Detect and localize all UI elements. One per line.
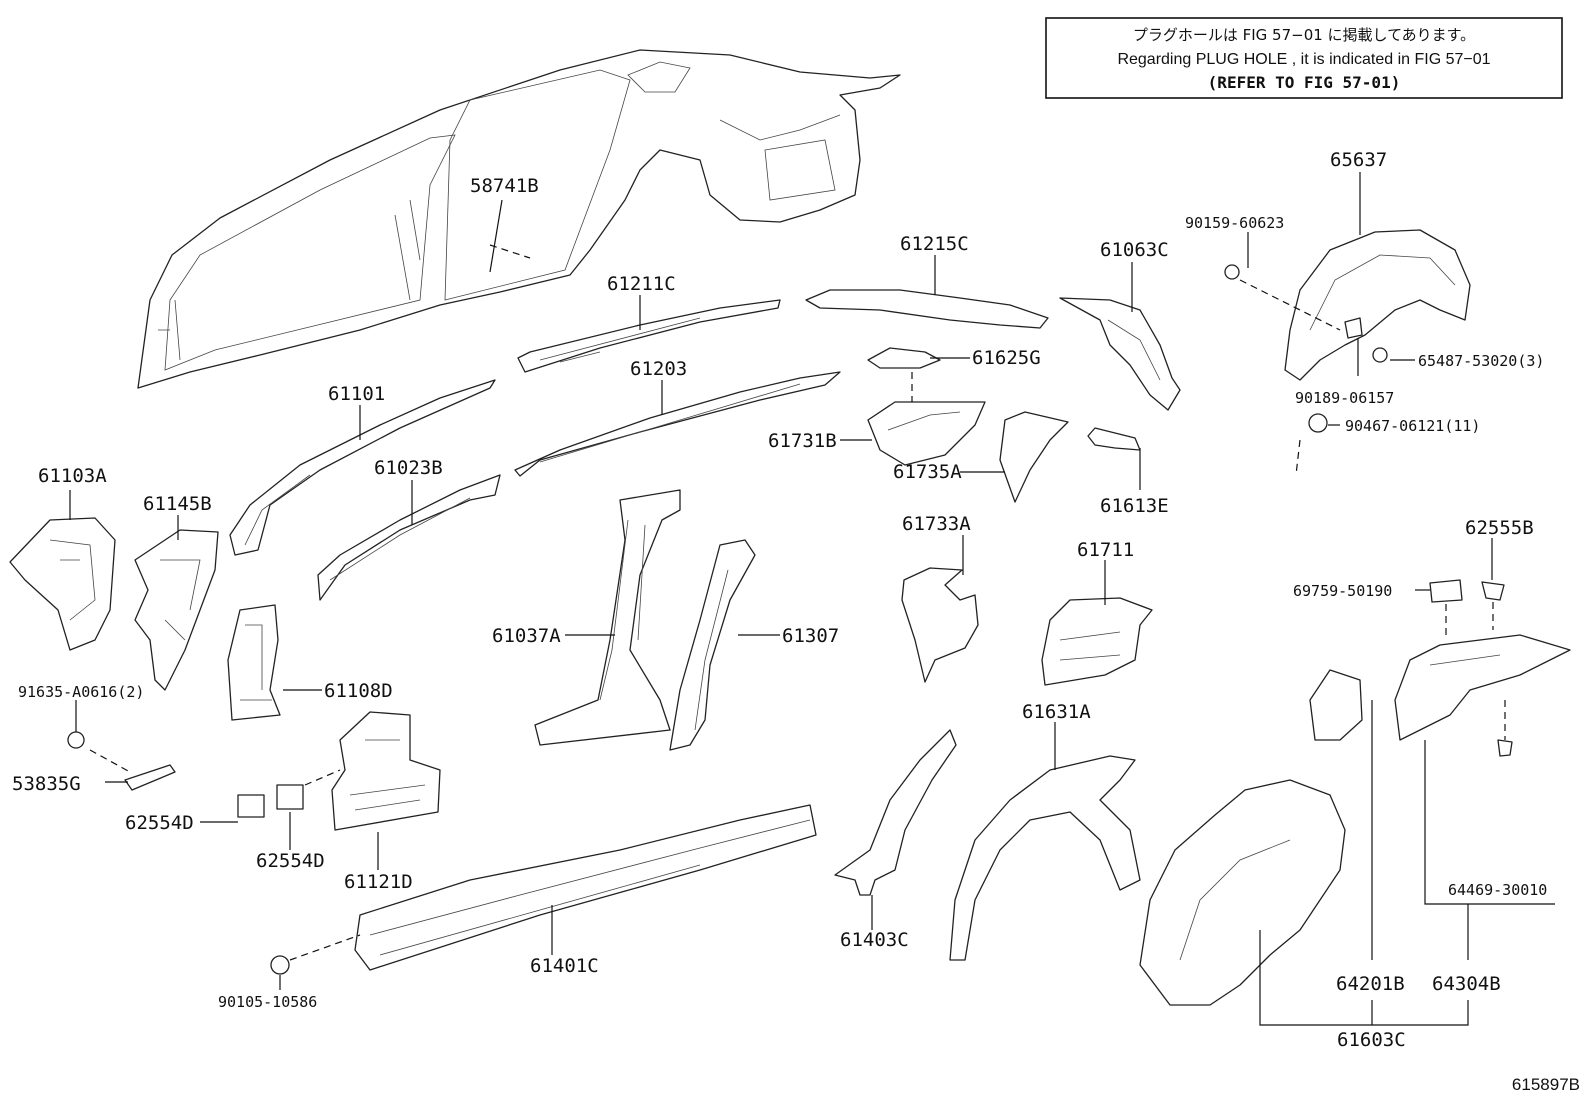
label-64469-30010[interactable]: 64469-30010 <box>1448 881 1547 899</box>
leader-lines <box>69 172 1555 1026</box>
pillar-61023B <box>317 474 501 601</box>
part-labels: 58741B 61211C 61203 61215C 61063C 65637 … <box>12 149 1547 1051</box>
quarter-61733A <box>901 567 979 683</box>
label-91635-A0616[interactable]: 91635-A0616(2) <box>18 683 144 701</box>
label-61631A[interactable]: 61631A <box>1022 701 1091 723</box>
note-line-japanese: プラグホールは FIG 57−01 に掲載してあります。 <box>1133 26 1475 44</box>
pad-62554D-a <box>237 794 265 818</box>
pad-69759-50190 <box>1429 579 1463 603</box>
roof-rail-61203 <box>514 371 841 477</box>
label-61307[interactable]: 61307 <box>782 625 839 647</box>
label-61108D[interactable]: 61108D <box>324 680 393 702</box>
plug-64469-30010-icon <box>1497 739 1513 757</box>
label-62555B[interactable]: 62555B <box>1465 517 1534 539</box>
label-61733A[interactable]: 61733A <box>902 513 971 535</box>
bolt-90105-10586-icon <box>270 955 290 975</box>
quarter-61613E <box>1087 427 1141 451</box>
quarter-61625G <box>867 347 941 369</box>
label-90467-06121[interactable]: 90467-06121(11) <box>1345 417 1480 435</box>
label-90159-60623[interactable]: 90159-60623 <box>1185 214 1284 232</box>
fender-liner-65637 <box>1284 229 1471 381</box>
pad-62555B <box>1481 581 1505 601</box>
label-61101[interactable]: 61101 <box>328 383 385 405</box>
pad-62554D-b <box>276 784 304 810</box>
pillar-lower-61108D <box>227 604 281 721</box>
label-64201B[interactable]: 64201B <box>1336 973 1405 995</box>
bolt-91635-A0616-icon <box>67 731 85 749</box>
label-90189-06157[interactable]: 90189-06157 <box>1295 389 1394 407</box>
label-61731B[interactable]: 61731B <box>768 430 837 452</box>
label-53835G[interactable]: 53835G <box>12 773 81 795</box>
label-61735A[interactable]: 61735A <box>893 461 962 483</box>
label-61145B[interactable]: 61145B <box>143 493 212 515</box>
label-61121D[interactable]: 61121D <box>344 871 413 893</box>
body-side-panel-drawing <box>137 49 901 389</box>
note-line-reference: (REFER TO FIG 57-01) <box>1208 73 1401 92</box>
label-65637[interactable]: 65637 <box>1330 149 1387 171</box>
label-61711[interactable]: 61711 <box>1077 539 1134 561</box>
label-61401C[interactable]: 61401C <box>530 955 599 977</box>
quarter-61735A <box>999 411 1069 503</box>
pillar-reinforcement-61103A <box>9 517 116 651</box>
label-69759-50190[interactable]: 69759-50190 <box>1293 582 1392 600</box>
clip-65487-53020-icon <box>1372 347 1388 363</box>
label-62554D-a[interactable]: 62554D <box>125 812 194 834</box>
rocker-panel-61401C <box>354 804 817 971</box>
label-64304B[interactable]: 64304B <box>1432 973 1501 995</box>
label-58741B[interactable]: 58741B <box>470 175 539 197</box>
wheel-house-61603C <box>1139 779 1346 1006</box>
quarter-61731B <box>867 401 986 466</box>
note-line-english: Regarding PLUG HOLE , it is indicated in… <box>1117 51 1490 68</box>
label-61037A[interactable]: 61037A <box>492 625 561 647</box>
roof-rail-61211C <box>517 299 781 373</box>
label-61625G[interactable]: 61625G <box>972 347 1041 369</box>
label-61063C[interactable]: 61063C <box>1100 239 1169 261</box>
rear-floor-64304B <box>1394 634 1571 741</box>
label-61023B[interactable]: 61023B <box>374 457 443 479</box>
label-61215C[interactable]: 61215C <box>900 233 969 255</box>
rear-panel-64201B <box>1309 669 1363 741</box>
note-box <box>1045 17 1563 99</box>
figure-id: 615897B <box>1512 1075 1580 1094</box>
pillar-61101 <box>229 379 496 556</box>
label-61203[interactable]: 61203 <box>630 358 687 380</box>
center-pillar-61037A <box>534 489 681 746</box>
roof-side-61215C <box>805 289 1049 329</box>
bracket-53835G <box>124 764 176 791</box>
pillar-reinforcement-61145B <box>134 529 219 691</box>
quarter-61711 <box>1041 597 1153 686</box>
label-61403C[interactable]: 61403C <box>840 929 909 951</box>
label-61613E[interactable]: 61613E <box>1100 495 1169 517</box>
label-90105-10586[interactable]: 90105-10586 <box>218 993 317 1011</box>
bolt-90159-60623-icon <box>1224 264 1240 280</box>
quarter-61063C <box>1059 297 1181 411</box>
label-65487-53020[interactable]: 65487-53020(3) <box>1418 352 1544 370</box>
wheel-arch-61631A <box>949 755 1141 961</box>
quarter-61403C <box>834 729 957 896</box>
clip-90189-06157-icon <box>1344 317 1363 339</box>
label-62554D-b[interactable]: 62554D <box>256 850 325 872</box>
label-61603C[interactable]: 61603C <box>1337 1029 1406 1051</box>
plug-hole-note: プラグホールは FIG 57−01 に掲載してあります。 Regarding P… <box>1045 17 1563 99</box>
pillar-lower-61121D <box>331 711 441 831</box>
center-pillar-61307 <box>669 539 756 751</box>
label-61211C[interactable]: 61211C <box>607 273 676 295</box>
label-61103A[interactable]: 61103A <box>38 465 107 487</box>
grommet-90467-06121-icon <box>1308 413 1328 433</box>
